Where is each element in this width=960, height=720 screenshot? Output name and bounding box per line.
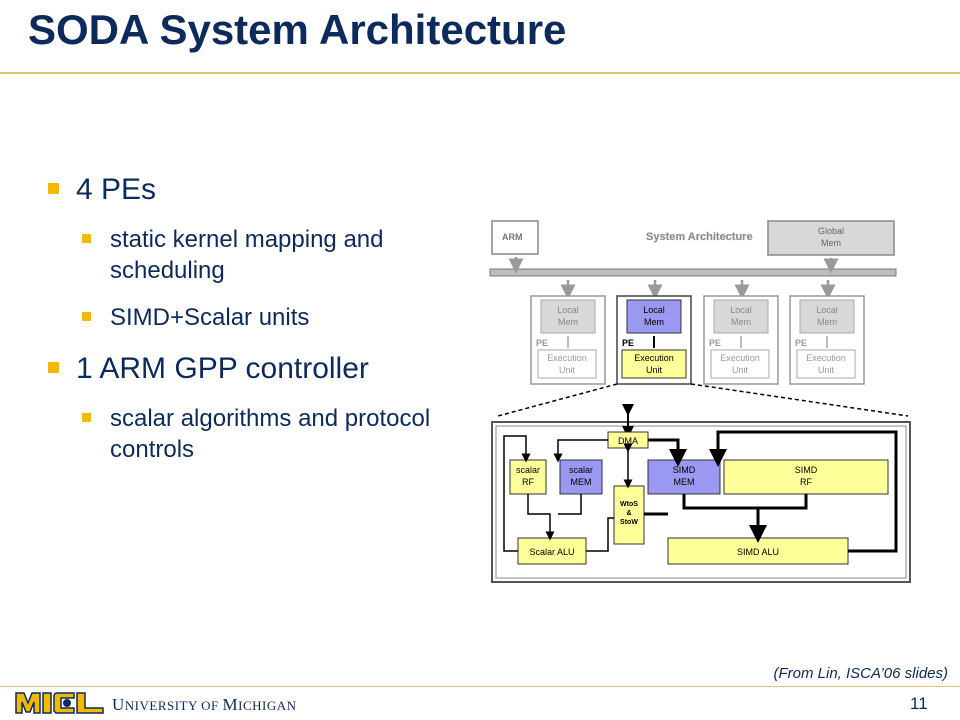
scalar-alu-block — [517, 537, 587, 565]
arm-box — [491, 220, 539, 255]
zoom-line-right — [690, 383, 909, 417]
svg-text:Mem: Mem — [558, 317, 578, 327]
wtos-stow-block — [613, 485, 645, 545]
pe-2-active: Local Mem PE Execution Unit — [616, 295, 692, 385]
system-architecture-title: System Architecture — [646, 231, 753, 243]
simd-rf-block — [723, 459, 889, 495]
page-number: 11 — [910, 694, 928, 713]
svg-text:Execution: Execution — [547, 353, 587, 363]
svg-text:Mem: Mem — [817, 317, 837, 327]
svg-text:Execution: Execution — [634, 353, 674, 363]
svg-text:SIMD: SIMD — [673, 465, 696, 475]
bullet-square-icon — [48, 362, 59, 373]
source-credit: (From Lin, ISCA’06 slides) — [773, 665, 949, 682]
bullet-square-icon — [82, 234, 91, 243]
svg-text:Unit: Unit — [559, 365, 576, 375]
svg-text:MEM: MEM — [674, 477, 695, 487]
micl-logo — [14, 690, 106, 716]
svg-text:PE: PE — [622, 338, 634, 348]
svg-text:DMA: DMA — [618, 436, 638, 446]
svg-text:Unit: Unit — [732, 365, 749, 375]
zoom-line-left — [497, 383, 618, 417]
svg-text:scalar: scalar — [569, 465, 593, 475]
svg-text:PE: PE — [795, 338, 807, 348]
svg-text:Local: Local — [557, 305, 579, 315]
sub-bullet-scalar-algorithms: scalar algorithms and protocol controls — [78, 403, 444, 465]
svg-text:RF: RF — [522, 477, 534, 487]
bullet-pes: 4 PEs — [44, 170, 444, 210]
svg-text:Execution: Execution — [806, 353, 846, 363]
title-divider — [0, 72, 960, 74]
svg-text:Unit: Unit — [646, 365, 663, 375]
pe-3: Local Mem PE Execution Unit — [703, 295, 779, 385]
svg-text:PE: PE — [536, 338, 548, 348]
svg-text:Local: Local — [730, 305, 752, 315]
system-view: ARM System Architecture Global Mem Local… — [489, 220, 909, 417]
svg-text:Local: Local — [643, 305, 665, 315]
arm-label: ARM — [502, 232, 523, 242]
footer-divider — [0, 686, 960, 687]
svg-text:RF: RF — [800, 477, 812, 487]
architecture-diagram: ARM System Architecture Global Mem Local… — [489, 220, 911, 583]
bullet-square-icon — [48, 183, 59, 194]
slide-title: SODA System Architecture — [28, 6, 567, 53]
svg-text:MEM: MEM — [571, 477, 592, 487]
pe-1: Local Mem PE Execution Unit — [530, 295, 606, 385]
sub-bullet-simd-scalar: SIMD+Scalar units — [78, 302, 444, 333]
bullet-list: 4 PEs static kernel mapping and scheduli… — [44, 170, 444, 481]
svg-text:&: & — [626, 510, 631, 517]
bullet-arm-controller: 1 ARM GPP controller — [44, 349, 444, 389]
svg-text:StoW: StoW — [620, 519, 638, 526]
global-mem-box — [767, 220, 895, 256]
svg-text:Scalar ALU: Scalar ALU — [529, 547, 574, 557]
pe-4: Local Mem PE Execution Unit — [789, 295, 865, 385]
sub-bullet-kernel-mapping: static kernel mapping and scheduling — [78, 224, 444, 286]
svg-text:Mem: Mem — [731, 317, 751, 327]
bullet-square-icon — [82, 312, 91, 321]
svg-text:SIMD ALU: SIMD ALU — [737, 547, 779, 557]
university-name: UNIVERSITY OF MICHIGAN — [112, 695, 297, 714]
bullet-square-icon — [82, 413, 91, 422]
global-mem-label-2: Mem — [821, 238, 841, 248]
svg-text:scalar: scalar — [516, 465, 540, 475]
system-bus — [489, 268, 897, 277]
svg-text:SIMD: SIMD — [795, 465, 818, 475]
svg-text:Local: Local — [816, 305, 838, 315]
svg-text:PE: PE — [709, 338, 721, 348]
svg-text:Mem: Mem — [644, 317, 664, 327]
svg-text:Execution: Execution — [720, 353, 760, 363]
svg-text:WtoS: WtoS — [620, 501, 638, 508]
svg-text:Unit: Unit — [818, 365, 835, 375]
pe-detail-view: DMA scalar RF scalar MEM WtoS & StoW SIM… — [491, 404, 911, 583]
global-mem-label-1: Global — [818, 226, 844, 236]
